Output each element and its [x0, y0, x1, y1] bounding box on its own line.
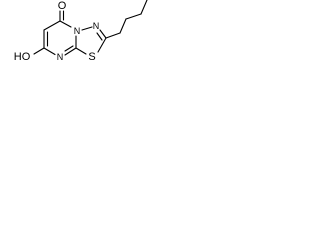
molecule-structure: O N N N S HO [0, 0, 158, 83]
thiadiazole-nitrogen-label: N [93, 21, 100, 31]
bond-butyl-4 [140, 0, 148, 15]
atom-labels: O N N N S HO [14, 0, 100, 63]
bond-n4-n3 [81, 26, 93, 31]
bond-n3-c2-double [96, 32, 103, 41]
bond-n8-c8a [64, 47, 77, 56]
bridge-nitrogen-label: N [74, 26, 81, 36]
bond-n4-c5 [59, 20, 72, 28]
bond-butyl-3 [125, 13, 142, 20]
pyrimidine-nitrogen-label: N [57, 52, 64, 62]
structure-drawing: O N N N S HO [14, 0, 148, 63]
bonds [33, 0, 148, 56]
bond-c2-s1 [97, 37, 107, 53]
sulfur-label: S [88, 51, 95, 63]
bond-c7-oh [33, 47, 45, 55]
bond-n3-c2 [99, 29, 107, 39]
oxygen-label: O [58, 0, 67, 12]
bond-n8-c8a-double [64, 45, 74, 52]
bond-c5-c6 [43, 20, 61, 31]
hydroxyl-label: HO [14, 51, 31, 63]
bond-s1-c8a [75, 47, 87, 55]
bond-butyl-2 [119, 18, 127, 34]
bond-c7-n8 [43, 47, 56, 56]
bond-butyl-1 [105, 32, 121, 39]
